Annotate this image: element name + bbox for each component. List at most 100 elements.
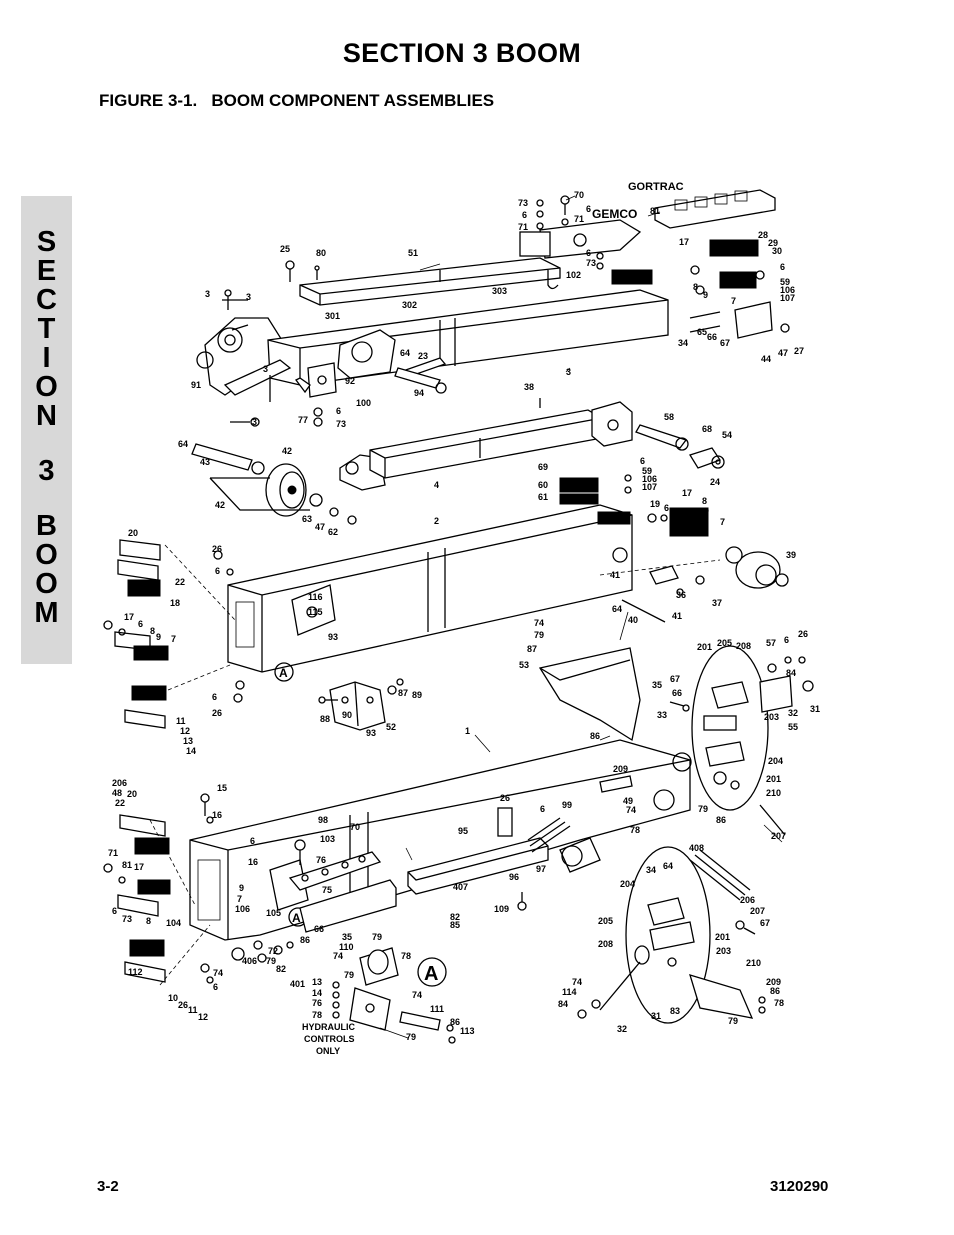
callout-number: 6 bbox=[784, 635, 789, 645]
callout-number: 19 bbox=[650, 499, 660, 509]
detail-a-marker: A bbox=[292, 911, 301, 925]
wear-pads-left-section-2 bbox=[103, 539, 245, 729]
callout-number: 85 bbox=[450, 920, 460, 930]
callout-number: 100 bbox=[356, 398, 371, 408]
callout-number: 210 bbox=[766, 788, 781, 798]
callout-number: 111 bbox=[430, 1004, 444, 1014]
callout-number: 87 bbox=[527, 644, 537, 654]
callout-number: 302 bbox=[402, 300, 417, 310]
callout-number: 64 bbox=[400, 348, 410, 358]
callout-number: 26 bbox=[212, 544, 222, 554]
switch-detail-lower bbox=[577, 846, 766, 1024]
callout-number: 201 bbox=[715, 932, 730, 942]
callout-number: 62 bbox=[328, 527, 338, 537]
callout-number: 87 bbox=[398, 688, 408, 698]
callout-number: 6 bbox=[112, 906, 117, 916]
gemco-label: GEMCO bbox=[592, 207, 637, 221]
callout-number: 67 bbox=[670, 674, 680, 684]
callout-number: 8 bbox=[693, 282, 698, 292]
callout-number: 82 bbox=[450, 912, 460, 922]
document-number: 3120290 bbox=[770, 1178, 829, 1195]
callout-number: 20 bbox=[127, 789, 137, 799]
callout-number: 67 bbox=[760, 918, 770, 928]
callout-number: 84 bbox=[558, 999, 568, 1009]
callout-number: 64 bbox=[178, 439, 188, 449]
callout-number: 86 bbox=[716, 815, 726, 825]
callout-number: 53 bbox=[519, 660, 529, 670]
callout-number: 203 bbox=[716, 946, 731, 956]
callout-number: 27 bbox=[794, 346, 804, 356]
callout-number: 3 bbox=[205, 289, 210, 299]
callout-number: 71 bbox=[574, 214, 584, 224]
callout-number: 8 bbox=[702, 496, 707, 506]
callout-number: 17 bbox=[682, 488, 692, 498]
callout-number: 3 bbox=[566, 367, 571, 377]
callout-number: 110 bbox=[339, 942, 354, 952]
callout-number: 10 bbox=[168, 993, 178, 1003]
hydraulic-note-line: ONLY bbox=[316, 1046, 340, 1056]
callout-number: 11 bbox=[176, 716, 186, 726]
callout-number: 73 bbox=[518, 198, 528, 208]
callout-number: 13 bbox=[183, 736, 193, 746]
callout-number: 78 bbox=[401, 951, 411, 961]
callout-number: 60 bbox=[538, 480, 548, 490]
callout-number: 38 bbox=[524, 382, 534, 392]
callout-number: 41 bbox=[672, 611, 682, 621]
side-tab-letter: S bbox=[36, 226, 57, 258]
callout-number: 55 bbox=[788, 722, 798, 732]
callout-number: 6 bbox=[640, 456, 645, 466]
callout-number: 109 bbox=[494, 904, 509, 914]
switch-detail-upper bbox=[669, 645, 814, 836]
callout-number: 114 bbox=[562, 987, 577, 997]
callout-number: 44 bbox=[761, 354, 771, 364]
detail-a-hydraulic-parts: A bbox=[332, 947, 456, 1044]
callout-labels: 7367170671816731025180251728293065910610… bbox=[108, 190, 820, 1042]
callout-number: 3 bbox=[252, 417, 257, 427]
callout-number: 66 bbox=[707, 332, 717, 342]
callout-number: 17 bbox=[124, 612, 134, 622]
detail-a-marker: A bbox=[279, 666, 288, 680]
block-301-pins bbox=[295, 362, 447, 427]
callout-number: 6 bbox=[586, 248, 591, 258]
hydraulic-note-line: HYDRAULIC bbox=[302, 1022, 355, 1032]
side-tab-letter: T bbox=[37, 313, 56, 345]
callout-number: 6 bbox=[215, 566, 220, 576]
callout-number: 26 bbox=[500, 793, 510, 803]
callout-number: 6 bbox=[212, 692, 217, 702]
callout-number: 18 bbox=[170, 598, 180, 608]
callout-number: 8 bbox=[146, 916, 151, 926]
callout-number: 9 bbox=[703, 290, 708, 300]
callout-number: 22 bbox=[175, 577, 185, 587]
side-tab-letter: B bbox=[36, 510, 57, 542]
callout-number: 205 bbox=[598, 916, 613, 926]
callout-number: 49 bbox=[623, 796, 633, 806]
callout-number: 10 bbox=[145, 692, 155, 702]
callout-number: 106 bbox=[780, 285, 795, 295]
callout-number: 7 bbox=[731, 296, 736, 306]
callout-number: 79 bbox=[406, 1032, 416, 1042]
callout-number: 209 bbox=[766, 977, 781, 987]
callout-number: 37 bbox=[712, 598, 722, 608]
callout-number: 3 bbox=[246, 292, 251, 302]
callout-number: 67 bbox=[720, 338, 730, 348]
callout-number: 32 bbox=[788, 708, 798, 718]
callout-number: 210 bbox=[746, 958, 761, 968]
callout-number: 26 bbox=[212, 708, 222, 718]
callout-number: 6 bbox=[138, 619, 143, 629]
callout-number: 4 bbox=[434, 480, 439, 490]
callout-number: 35 bbox=[652, 680, 662, 690]
callout-number: 204 bbox=[620, 879, 635, 889]
section-title: SECTION 3 BOOM bbox=[342, 38, 582, 68]
callout-number: 71 bbox=[108, 848, 118, 858]
callout-number: 86 bbox=[450, 1017, 460, 1027]
callout-number: 26 bbox=[178, 1000, 188, 1010]
callout-number: 209 bbox=[613, 764, 628, 774]
callout-number: 75 bbox=[322, 885, 332, 895]
callout-number: 408 bbox=[689, 843, 704, 853]
callout-number: 112 bbox=[128, 967, 143, 977]
gortrac-label: GORTRAC bbox=[628, 181, 684, 193]
callout-number: 7 bbox=[237, 894, 242, 904]
wear-pads-top-right bbox=[611, 239, 790, 339]
callout-number: 71 bbox=[518, 222, 528, 232]
fly-boom-section-3 bbox=[196, 289, 669, 396]
